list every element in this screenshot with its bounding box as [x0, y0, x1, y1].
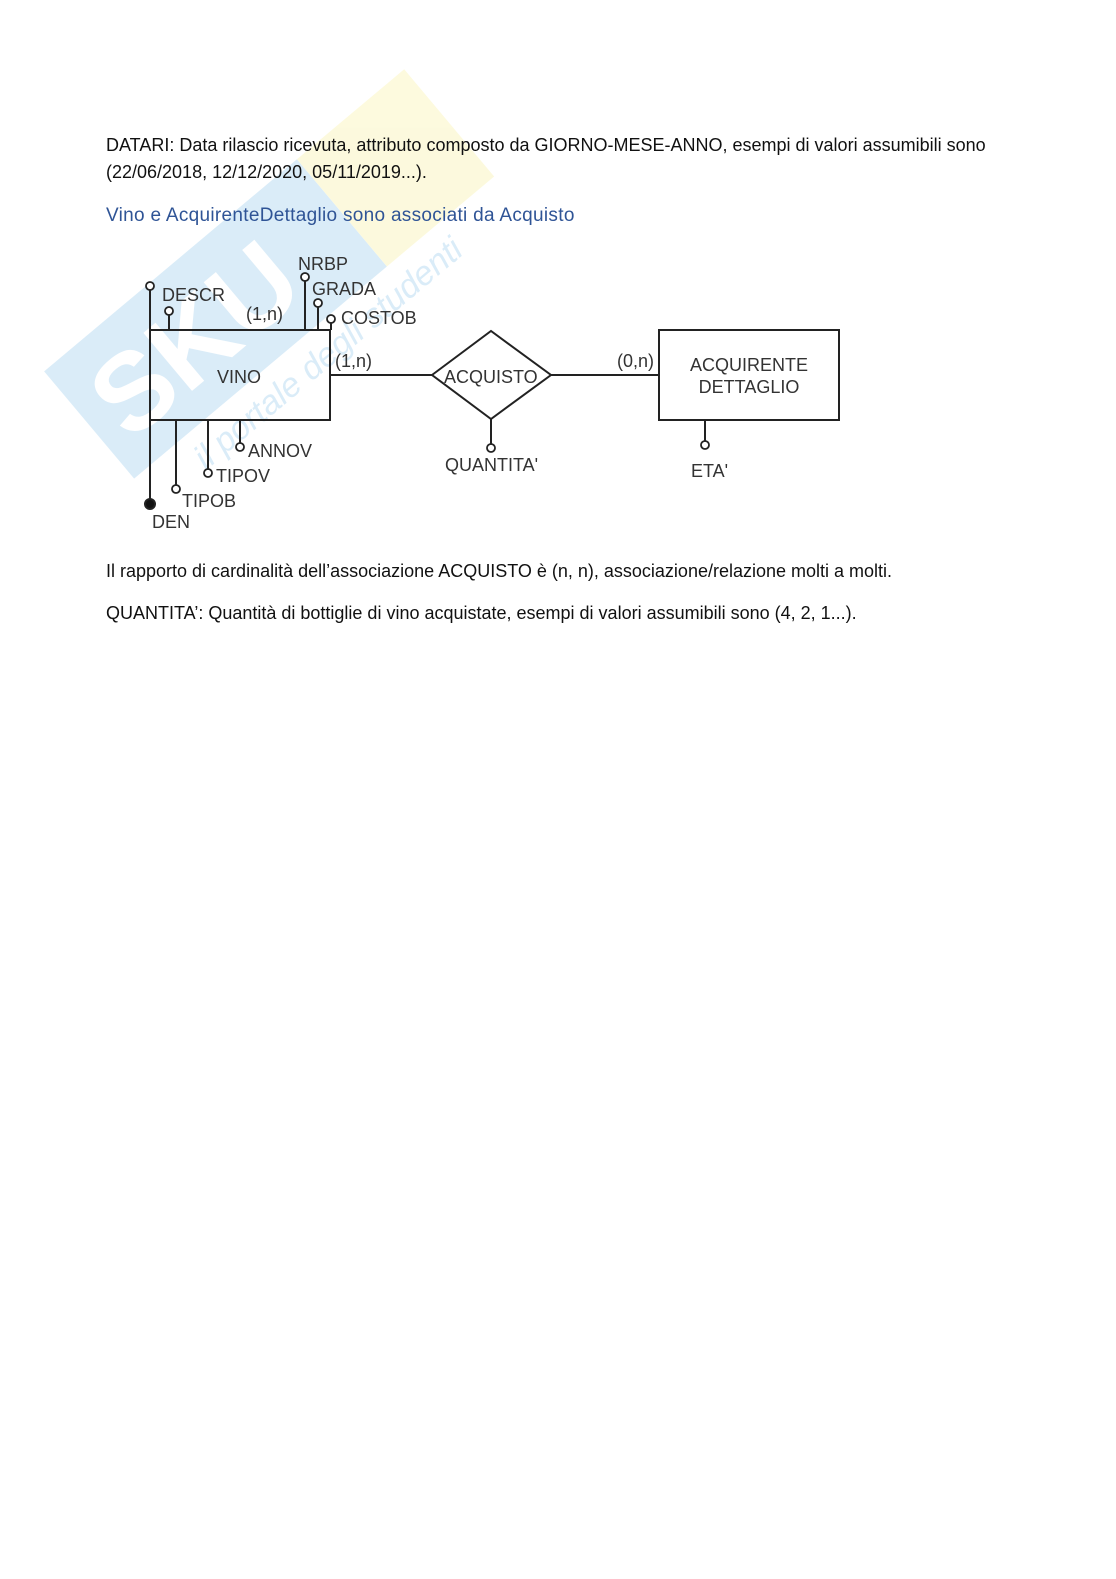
attribute-circle-icon	[700, 440, 710, 450]
attribute-circle-icon	[486, 443, 496, 453]
cardinality-paragraph: Il rapporto di cardinalità dell’associaz…	[106, 561, 893, 581]
card-vino-rel: (1,n)	[335, 351, 372, 371]
attr-costob: COSTOB	[341, 308, 417, 328]
attr-descr: DESCR	[162, 285, 225, 305]
quantita-paragraph: QUANTITA’: Quantità di bottiglie di vino…	[106, 603, 857, 623]
attr-annov: ANNOV	[248, 441, 312, 461]
attr-nrbp: NRBP	[298, 254, 348, 274]
card-acquirente: (0,n)	[617, 351, 654, 371]
attribute-circle-icon	[326, 314, 336, 324]
er-diagram: VINO ACQUISTO ACQUIRENTE DETTAGLIO (1,n)…	[144, 254, 840, 532]
entity-acquirente-label-1: ACQUIRENTE	[690, 355, 808, 375]
attribute-circle-icon	[145, 281, 155, 291]
attr-tipov: TIPOV	[216, 466, 270, 486]
identifier-dot-icon	[144, 498, 156, 510]
entity-acquirente-box	[658, 329, 840, 421]
attribute-circle-icon	[235, 442, 245, 452]
attribute-circle-icon	[300, 272, 310, 282]
attribute-circle-icon	[203, 468, 213, 478]
datari-paragraph: DATARI: Data rilascio ricevuta, attribut…	[106, 135, 986, 182]
entity-acquirente-label-2: DETTAGLIO	[699, 377, 800, 397]
attr-grada: GRADA	[312, 279, 376, 299]
attr-quantita: QUANTITA'	[445, 455, 538, 475]
attribute-circle-icon	[313, 298, 323, 308]
attribute-circle-icon	[164, 306, 174, 316]
attribute-circle-icon	[171, 484, 181, 494]
attr-eta: ETA'	[691, 461, 728, 481]
entity-vino-label: VINO	[217, 367, 261, 387]
relationship-label: ACQUISTO	[444, 367, 538, 387]
attr-den: DEN	[152, 512, 190, 532]
attr-tipob: TIPOB	[182, 491, 236, 511]
section-heading: Vino e AcquirenteDettaglio sono associat…	[106, 205, 575, 226]
card-vino-top: (1,n)	[246, 304, 283, 324]
